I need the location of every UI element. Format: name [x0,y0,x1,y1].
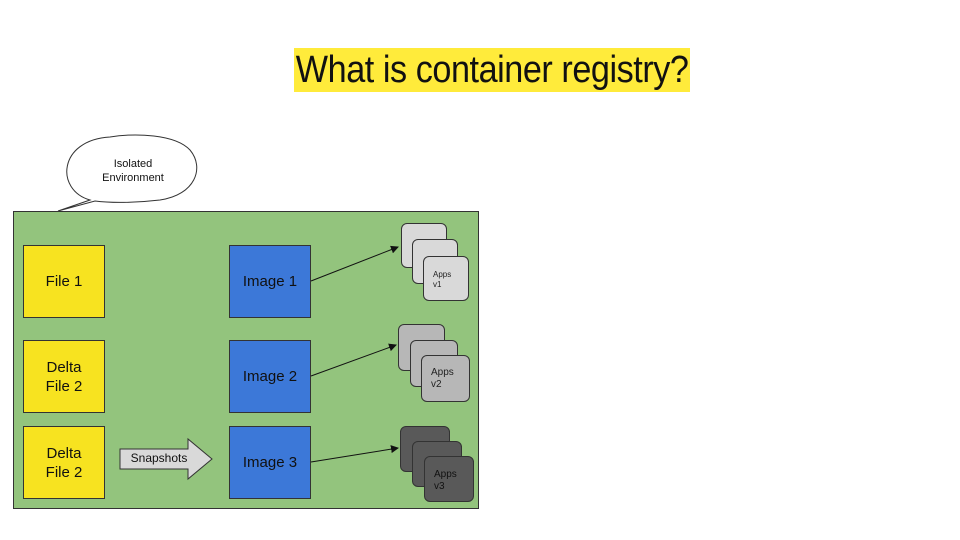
file-label: File 1 [45,273,83,290]
image-box: Image 2 [229,340,311,413]
apps-label: Apps v2 [431,367,454,390]
image-label: Image 3 [242,454,298,471]
apps-label: Apps v1 [433,270,452,289]
apps-label: Apps v3 [434,469,457,492]
apps-card: Apps v2 [421,355,470,402]
image1-to-apps-arrow [310,245,399,282]
page-title: What is container registry? [294,48,691,92]
bubble-text: Isolated Environment [102,158,164,184]
image-label: Image 2 [242,368,298,385]
image3-to-apps-arrow [310,445,399,463]
snapshot-arrow [119,437,213,481]
apps-card: Apps v3 [424,456,474,502]
image2-to-apps-arrow [310,343,397,377]
image-box: Image 1 [229,245,311,318]
file-label: Delta File 2 [45,358,83,395]
file-box: Delta File 2 [23,340,105,413]
file-label: Delta File 2 [45,444,83,481]
image-box: Image 3 [229,426,311,499]
speech-bubble-shape [57,134,198,212]
apps-card: Apps v1 [423,256,469,301]
file-box: Delta File 2 [23,426,105,499]
image-label: Image 1 [242,273,298,290]
file-box: File 1 [23,245,105,318]
snapshots-label: Snapshots [130,451,188,465]
